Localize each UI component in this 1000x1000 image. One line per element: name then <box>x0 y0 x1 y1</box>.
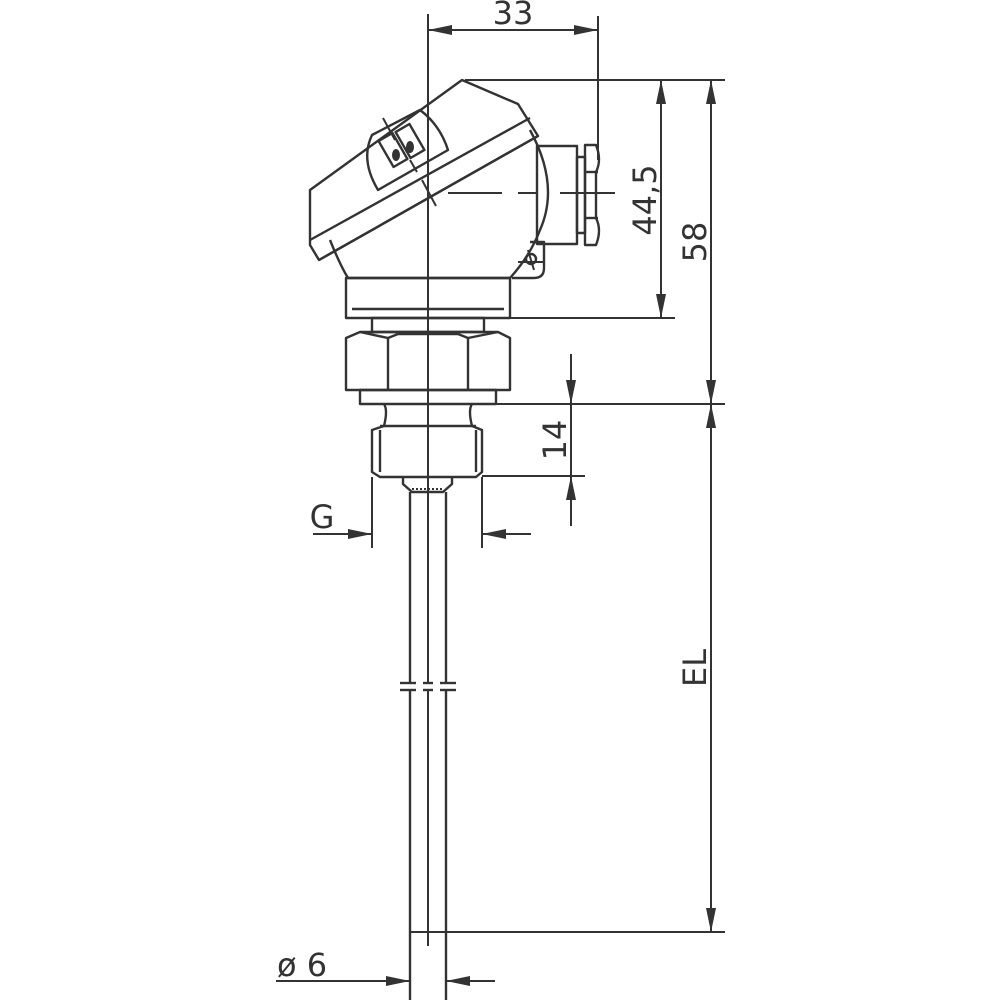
dim-el: EL <box>410 404 725 933</box>
dim-33-label: 33 <box>493 0 534 32</box>
dim-diameter: ø 6 <box>276 946 495 986</box>
connection-head <box>308 78 601 320</box>
dim-33: 33 <box>428 0 599 160</box>
hex-nut <box>344 316 512 406</box>
dim-thread-g: G <box>310 477 531 548</box>
dim-58-label: 58 <box>676 222 714 263</box>
dim-g-label: G <box>310 498 335 536</box>
dim-14: 14 <box>482 354 585 526</box>
dim-el-label: EL <box>676 649 714 687</box>
protection-tube <box>400 492 456 1000</box>
dim-44-5-label: 44,5 <box>626 164 664 235</box>
dim-58: 58 <box>496 80 725 405</box>
dim-diameter-label: ø 6 <box>277 946 327 984</box>
centerlines <box>421 14 615 946</box>
dim-14-label: 14 <box>536 420 574 461</box>
dim-44-5: 44,5 <box>465 79 725 319</box>
